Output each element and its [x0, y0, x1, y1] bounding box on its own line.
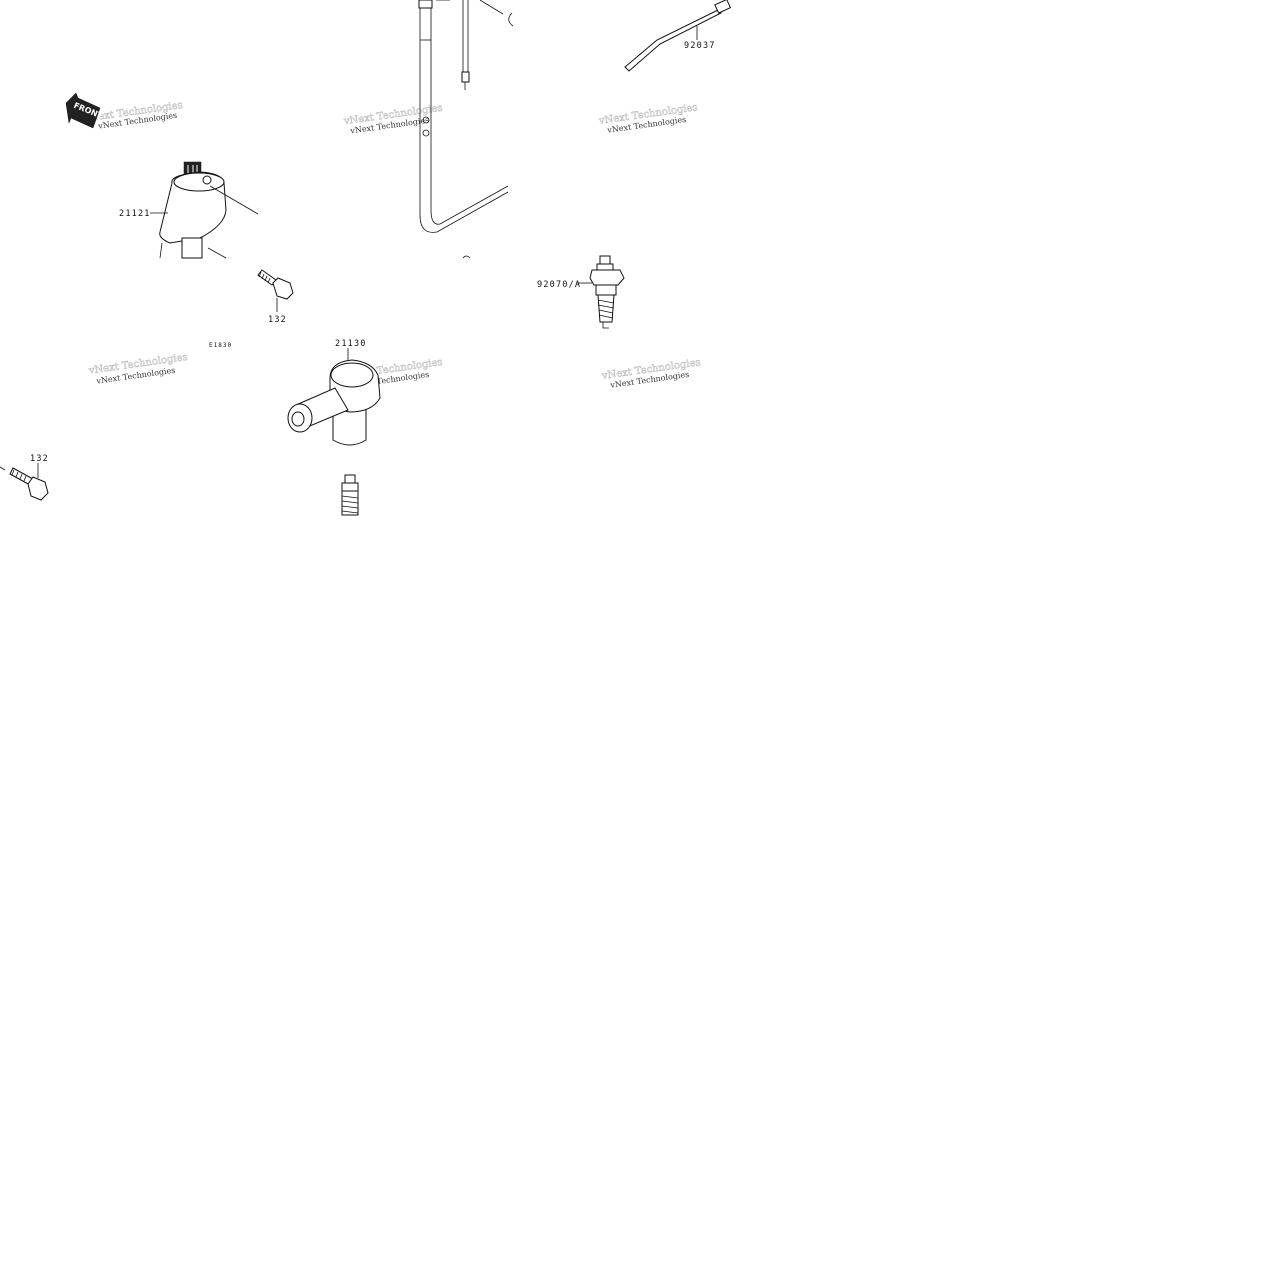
high-tension-lead	[418, 0, 514, 259]
label-92070-a: 92070/A	[537, 280, 581, 290]
watermark-4: vNext Technologies vNext Technologies	[87, 352, 188, 386]
ignition-coil	[150, 161, 259, 259]
label-132-upper: 132	[268, 315, 287, 325]
bolt-lower	[0, 463, 49, 501]
label-132-lower: 132	[30, 454, 49, 464]
watermark-3: vNext Technologies vNext Technologies	[597, 102, 698, 135]
bolt-upper	[257, 269, 294, 312]
label-92037: 92037	[684, 41, 716, 51]
cable-tie	[624, 0, 732, 72]
spark-plug-cap	[287, 348, 381, 446]
spark-plug	[577, 255, 625, 329]
watermark-6: vNext Technologies vNext Technologies	[600, 357, 701, 390]
label-21121: 21121	[119, 209, 151, 219]
spark-plug-lower	[341, 474, 359, 516]
figure-code: E1830	[209, 342, 232, 349]
label-21130: 21130	[335, 339, 367, 349]
